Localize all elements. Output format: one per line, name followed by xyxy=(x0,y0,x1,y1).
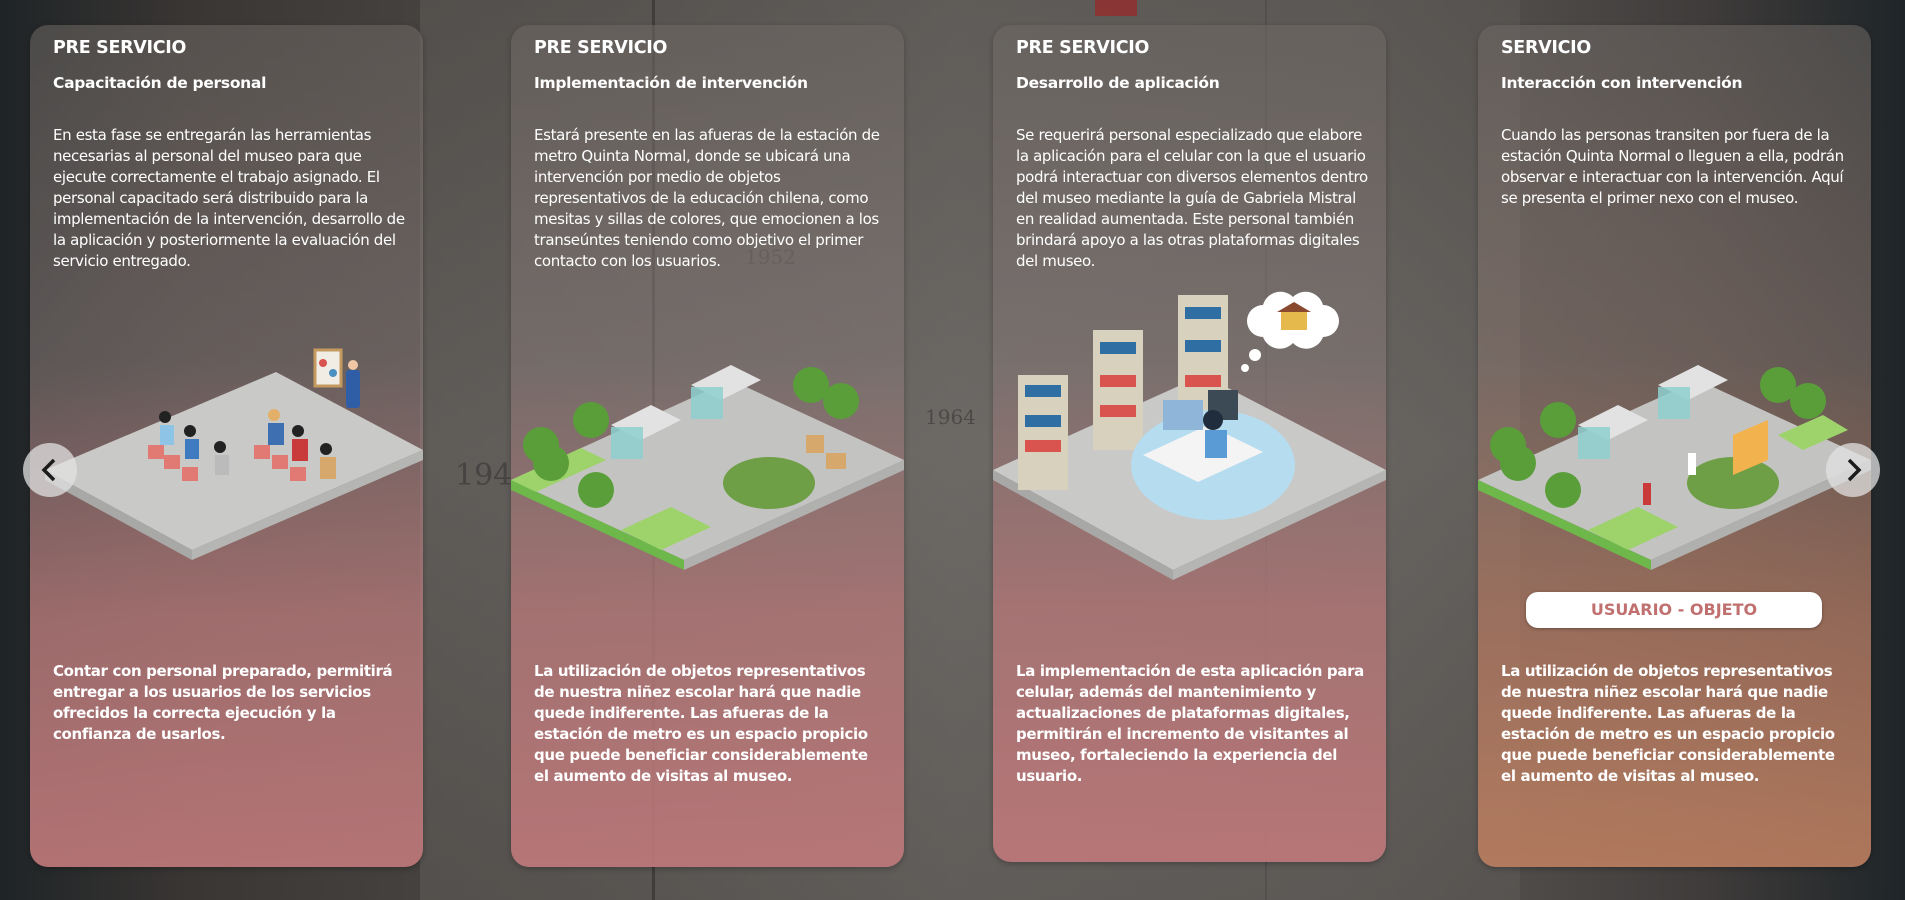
card-outcome: La implementación de esta aplicación par… xyxy=(1016,662,1364,785)
card-subtitle: Implementación de intervención xyxy=(534,74,808,92)
carousel-next-button[interactable] xyxy=(1826,443,1880,497)
card-description: Se requerirá personal especializado que … xyxy=(1016,126,1368,270)
user-object-badge: USUARIO - OBJETO xyxy=(1526,592,1822,628)
service-card-2: PRE SERVICIO Implementación de intervenc… xyxy=(511,25,904,867)
card-outcome: La utilización de objetos representativo… xyxy=(534,662,868,785)
metro-station-setup-illustration xyxy=(511,365,904,570)
carousel-prev-button[interactable] xyxy=(23,443,77,497)
chevron-left-icon xyxy=(41,458,56,482)
phase-label: PRE SERVICIO xyxy=(1016,38,1150,58)
card-outcome: La utilización de objetos representativo… xyxy=(1501,662,1835,785)
phase-label: PRE SERVICIO xyxy=(53,38,187,58)
card-outcome: Contar con personal preparado, permitirá… xyxy=(53,662,393,743)
service-card-4: SERVICIO Interacción con intervención Cu… xyxy=(1478,25,1871,867)
card-subtitle: Interacción con intervención xyxy=(1501,74,1743,92)
service-card-3: PRE SERVICIO Desarrollo de aplicación Se… xyxy=(993,25,1386,862)
phase-label: PRE SERVICIO xyxy=(534,38,668,58)
card-subtitle: Desarrollo de aplicación xyxy=(1016,74,1220,92)
card-description: Estará presente en las afueras de la est… xyxy=(534,126,880,270)
training-session-illustration xyxy=(45,348,423,560)
card-subtitle: Capacitación de personal xyxy=(53,74,267,92)
card-description: En esta fase se entregarán las herramien… xyxy=(53,126,405,270)
metro-station-interaction-illustration xyxy=(1478,365,1871,570)
chevron-right-icon xyxy=(1847,458,1862,482)
card-description: Cuando las personas transiten por fuera … xyxy=(1501,126,1844,207)
developer-workspace-illustration xyxy=(993,291,1386,580)
service-card-1: PRE SERVICIO Capacitación de personal En… xyxy=(30,25,423,867)
phase-label: SERVICIO xyxy=(1501,38,1591,58)
